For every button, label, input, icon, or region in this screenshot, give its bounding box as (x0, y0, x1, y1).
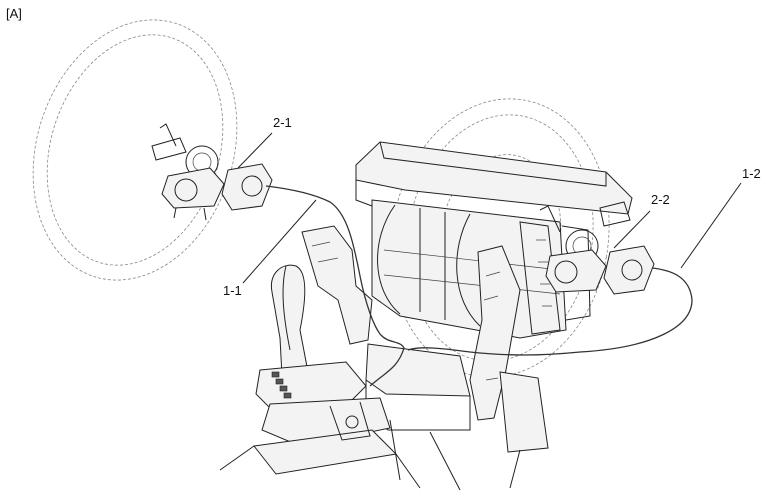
callout-1-2: 1-2 (742, 166, 761, 181)
callout-2-1: 2-1 (273, 115, 292, 130)
mechanism-left (151, 123, 273, 221)
callout-2-2: 2-2 (651, 192, 670, 207)
steering-wheel-left-outline (32, 19, 238, 281)
leader-1-1 (242, 199, 317, 284)
gear-shifter (219, 264, 421, 489)
cable-left (265, 185, 405, 387)
bracket-assembly (301, 225, 549, 491)
leader-2-2 (613, 210, 651, 249)
cable-right (407, 267, 693, 356)
mechanism-right (539, 201, 655, 295)
leader-1-2 (680, 182, 742, 269)
leader-2-1 (237, 132, 273, 169)
leader-lines (237, 132, 742, 284)
callout-1-1: 1-1 (223, 283, 242, 298)
panel-label: [A] (6, 6, 22, 21)
